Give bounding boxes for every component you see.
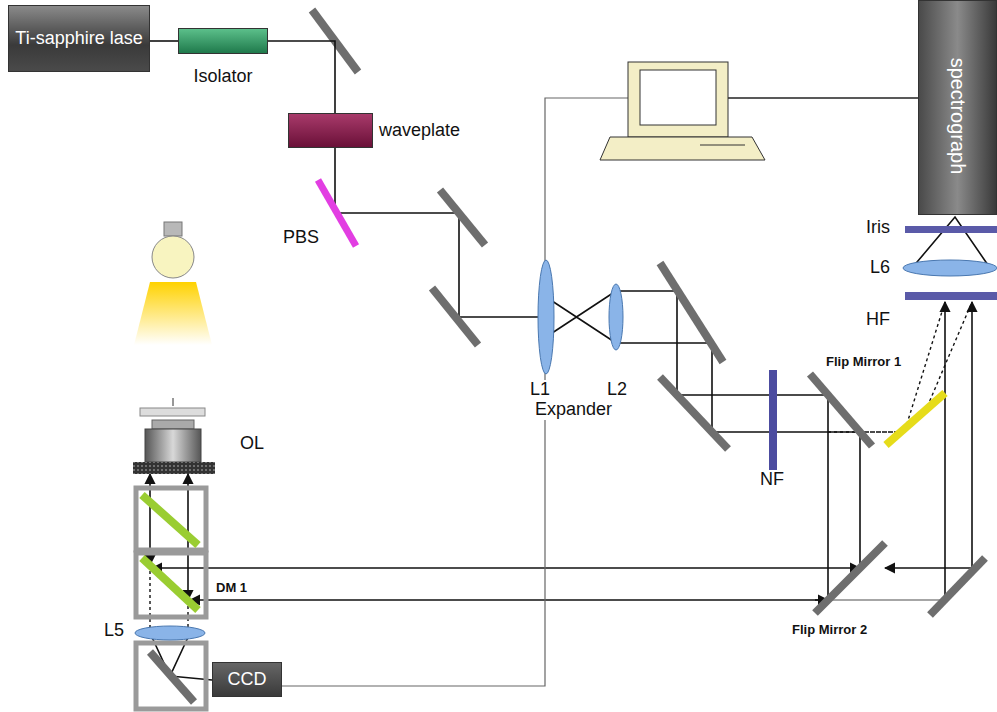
- drive-slot: [700, 145, 745, 146]
- part-label: PBS: [281, 228, 321, 248]
- dichroic-mirror: [142, 558, 198, 610]
- light-cone: [134, 282, 212, 345]
- node-label: spectrograph: [947, 58, 969, 175]
- part-label: L6: [868, 258, 892, 278]
- filter: [905, 292, 997, 300]
- lens: [903, 260, 997, 276]
- part-label: HF: [864, 310, 892, 330]
- lens: [135, 626, 205, 640]
- objective-body: [145, 429, 201, 462]
- keyboard: [600, 137, 765, 160]
- flip-mirror: [815, 543, 885, 613]
- part-label: Flip Mirror 1: [824, 355, 903, 369]
- cube: [136, 488, 206, 550]
- laser-box: Ti-sapphire lase: [8, 5, 150, 72]
- monitor-screen: [640, 70, 716, 125]
- beam-connector: [268, 41, 335, 113]
- iris: [905, 226, 997, 233]
- cube: [136, 643, 206, 709]
- node-label: Isolator: [193, 67, 252, 87]
- ccd-cable: [282, 98, 628, 686]
- beam-up: [971, 302, 973, 568]
- beam-to-mirror: [885, 567, 972, 569]
- bulb: [152, 236, 194, 278]
- beam-to-dm: [152, 567, 860, 569]
- objective-plate: [133, 462, 215, 474]
- objective-tip: [152, 420, 194, 429]
- dotted-beam: [905, 302, 972, 430]
- node-label: waveplate: [379, 121, 460, 141]
- yellow-mirror: [886, 393, 945, 445]
- mirror: [930, 558, 985, 615]
- part-label: L2: [605, 380, 629, 400]
- pbs-plate: [318, 180, 356, 246]
- part-label: OL: [238, 434, 266, 454]
- part-label: NF: [758, 470, 786, 490]
- expander-beam: [546, 291, 616, 343]
- spectrograph-box: spectrograph: [918, 0, 997, 215]
- mirror: [440, 190, 485, 245]
- mirror: [660, 263, 723, 362]
- beam-to-dm: [190, 599, 828, 601]
- monitor: [628, 62, 728, 137]
- mirror: [660, 377, 728, 449]
- part-label: Expander: [533, 400, 614, 420]
- beam-lower: [616, 343, 860, 568]
- spectrograph-cable: [728, 97, 918, 98]
- lens: [538, 260, 554, 374]
- beam-grey: [828, 599, 945, 600]
- dichroic-mirror: [142, 495, 198, 545]
- flip-mirror: [810, 374, 872, 446]
- node-label: CCD: [228, 670, 267, 690]
- beam-connector: [150, 40, 178, 42]
- beam-upper: [616, 291, 828, 600]
- mirror: [150, 652, 194, 702]
- waveplate-box: waveplate: [288, 113, 373, 148]
- bulb-base: [164, 222, 182, 236]
- part-label: L5: [102, 621, 126, 641]
- part-label: Iris: [864, 218, 892, 238]
- node-label: Ti-sapphire lase: [15, 29, 142, 49]
- slide: [140, 408, 205, 416]
- cube: [136, 553, 206, 617]
- notch-filter: [769, 370, 777, 475]
- mirror: [432, 288, 478, 345]
- part-label: DM 1: [214, 581, 249, 595]
- laser-beam: [335, 148, 546, 317]
- isolator-box: Isolator: [178, 28, 268, 54]
- ccd-box: CCD: [212, 662, 282, 697]
- part-label: Flip Mirror 2: [790, 623, 869, 637]
- beam-up: [944, 302, 946, 600]
- part-label: L1: [528, 380, 552, 400]
- lens: [609, 284, 623, 350]
- sample: [173, 398, 174, 406]
